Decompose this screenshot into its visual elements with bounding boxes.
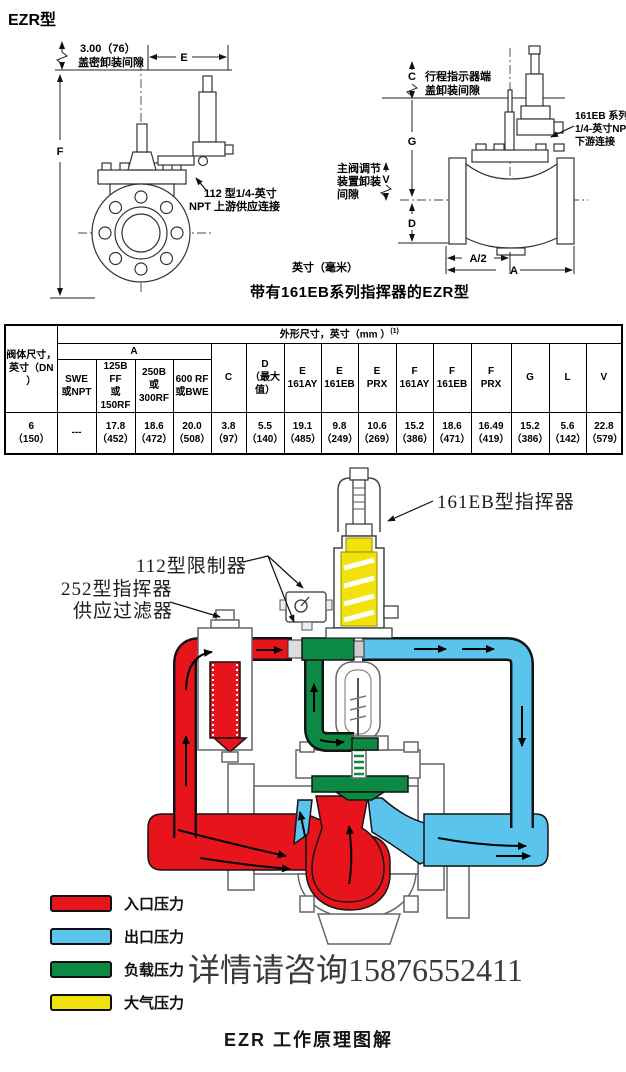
table-cell: 17.8（452） (95, 411, 136, 455)
pilot-161eb (325, 467, 399, 639)
filter-label-line1: 252型指挥器 (61, 579, 173, 600)
table-cell: 18.6（472） (134, 411, 174, 455)
flow-diagram (147, 467, 549, 945)
table-cell: 20.0（508） (172, 411, 212, 455)
figure1-caption: 带有161EB系列指挥器的EZR型 (250, 284, 470, 301)
svg-text:G: G (408, 136, 417, 148)
table-cell: 22.8（579） (585, 411, 623, 455)
table-col-header: V (585, 342, 623, 413)
outlet-color-swatch (50, 928, 112, 945)
legend-item-inlet: 入口压力 (50, 893, 184, 914)
table-cell: 19.1（485） (283, 411, 322, 455)
table-col-header: G (510, 342, 550, 413)
svg-text:A: A (510, 265, 518, 277)
table-cell: 5.5（140） (245, 411, 285, 455)
pilot-label: 161EB型指挥器 (437, 492, 575, 513)
units-note: 英寸（毫米） (292, 262, 358, 274)
watermark-text: 详情请咨询15876552411 (188, 952, 523, 988)
pressure-legend: 入口压力 出口压力 负载压力 大气压力 (50, 893, 184, 1013)
filter-label-line2: 供应过滤器 (73, 601, 174, 622)
table-col-header: C (210, 342, 247, 413)
table-cell: 5.6（142） (548, 411, 587, 455)
inlet-color-swatch (50, 895, 112, 912)
svg-text:3.00（76）: 3.00（76） (80, 42, 136, 55)
flange-bolt-holes (98, 190, 184, 276)
svg-text:112 型1/4-英寸: 112 型1/4-英寸 (204, 186, 277, 200)
table-cell: 15.2（386） (395, 411, 434, 455)
legend-item-atmosphere: 大气压力 (50, 992, 184, 1013)
svg-text:161EB 系列: 161EB 系列 (575, 109, 626, 122)
svg-text:V: V (382, 174, 390, 186)
load-color-swatch (50, 961, 112, 978)
svg-text:盖卸装间隙: 盖卸装间隙 (425, 83, 480, 97)
svg-text:C: C (408, 71, 416, 83)
legend-item-outlet: 出口压力 (50, 926, 184, 947)
table-cell: 16.49（419） (470, 411, 512, 455)
table-col-header: L (548, 342, 587, 413)
table-cell: 3.8（97） (210, 411, 247, 455)
right-valve-drawing (380, 45, 588, 274)
table-cell: 6（150） (4, 411, 58, 455)
restrictor-label: 112型限制器 (136, 556, 247, 577)
supply-filter (197, 609, 253, 763)
svg-text:间隙: 间隙 (337, 187, 359, 201)
svg-text:NPT 上游供应连接: NPT 上游供应连接 (189, 199, 280, 213)
table-col-header: D（最大值） (245, 342, 285, 413)
svg-text:下游连接: 下游连接 (575, 135, 615, 148)
legend-item-load: 负载压力 (50, 959, 184, 980)
atmosphere-color-swatch (50, 994, 112, 1011)
table-cell: 15.2（386） (510, 411, 550, 455)
table-cell: 9.8（249） (320, 411, 359, 455)
svg-text:行程指示器端: 行程指示器端 (424, 69, 491, 83)
flow-arrows (177, 645, 531, 885)
svg-text:E: E (180, 52, 187, 64)
svg-text:装置卸装: 装置卸装 (336, 174, 381, 188)
left-valve-drawing (50, 41, 234, 299)
svg-text:F: F (57, 146, 64, 158)
drawing-annotations: 3.00（76） 盖密卸装间隙 E F 112 型1/4-英寸 NPT 上游供应… (57, 42, 626, 277)
diagram-leaders (169, 500, 434, 623)
dimensions-table: 阀体尺寸，英寸（DN ） 外形尺寸，英寸（mm ）(1) A C D（最大值） … (4, 324, 623, 455)
svg-text:A/2: A/2 (469, 253, 486, 265)
table-cell: --- (56, 411, 97, 455)
svg-text:D: D (408, 218, 416, 230)
page-title: EZR型 (8, 12, 57, 29)
table-row: 6（150） --- 17.8（452） 18.6（472） 20.0（508）… (4, 411, 623, 455)
table-dims-header: 外形尺寸，英寸（mm ）(1) (56, 324, 623, 344)
svg-text:主阀调节: 主阀调节 (337, 161, 381, 175)
table-a-group-header: A (56, 342, 212, 360)
svg-text:盖密卸装间隙: 盖密卸装间隙 (78, 55, 144, 69)
table-size-header: 阀体尺寸，英寸（DN ） (4, 324, 58, 413)
figure2-caption: EZR 工作原理图解 (224, 1030, 394, 1050)
restrictor-112 (279, 591, 333, 631)
table-cell: 18.6（471） (432, 411, 472, 455)
table-cell: 10.6（269） (357, 411, 397, 455)
